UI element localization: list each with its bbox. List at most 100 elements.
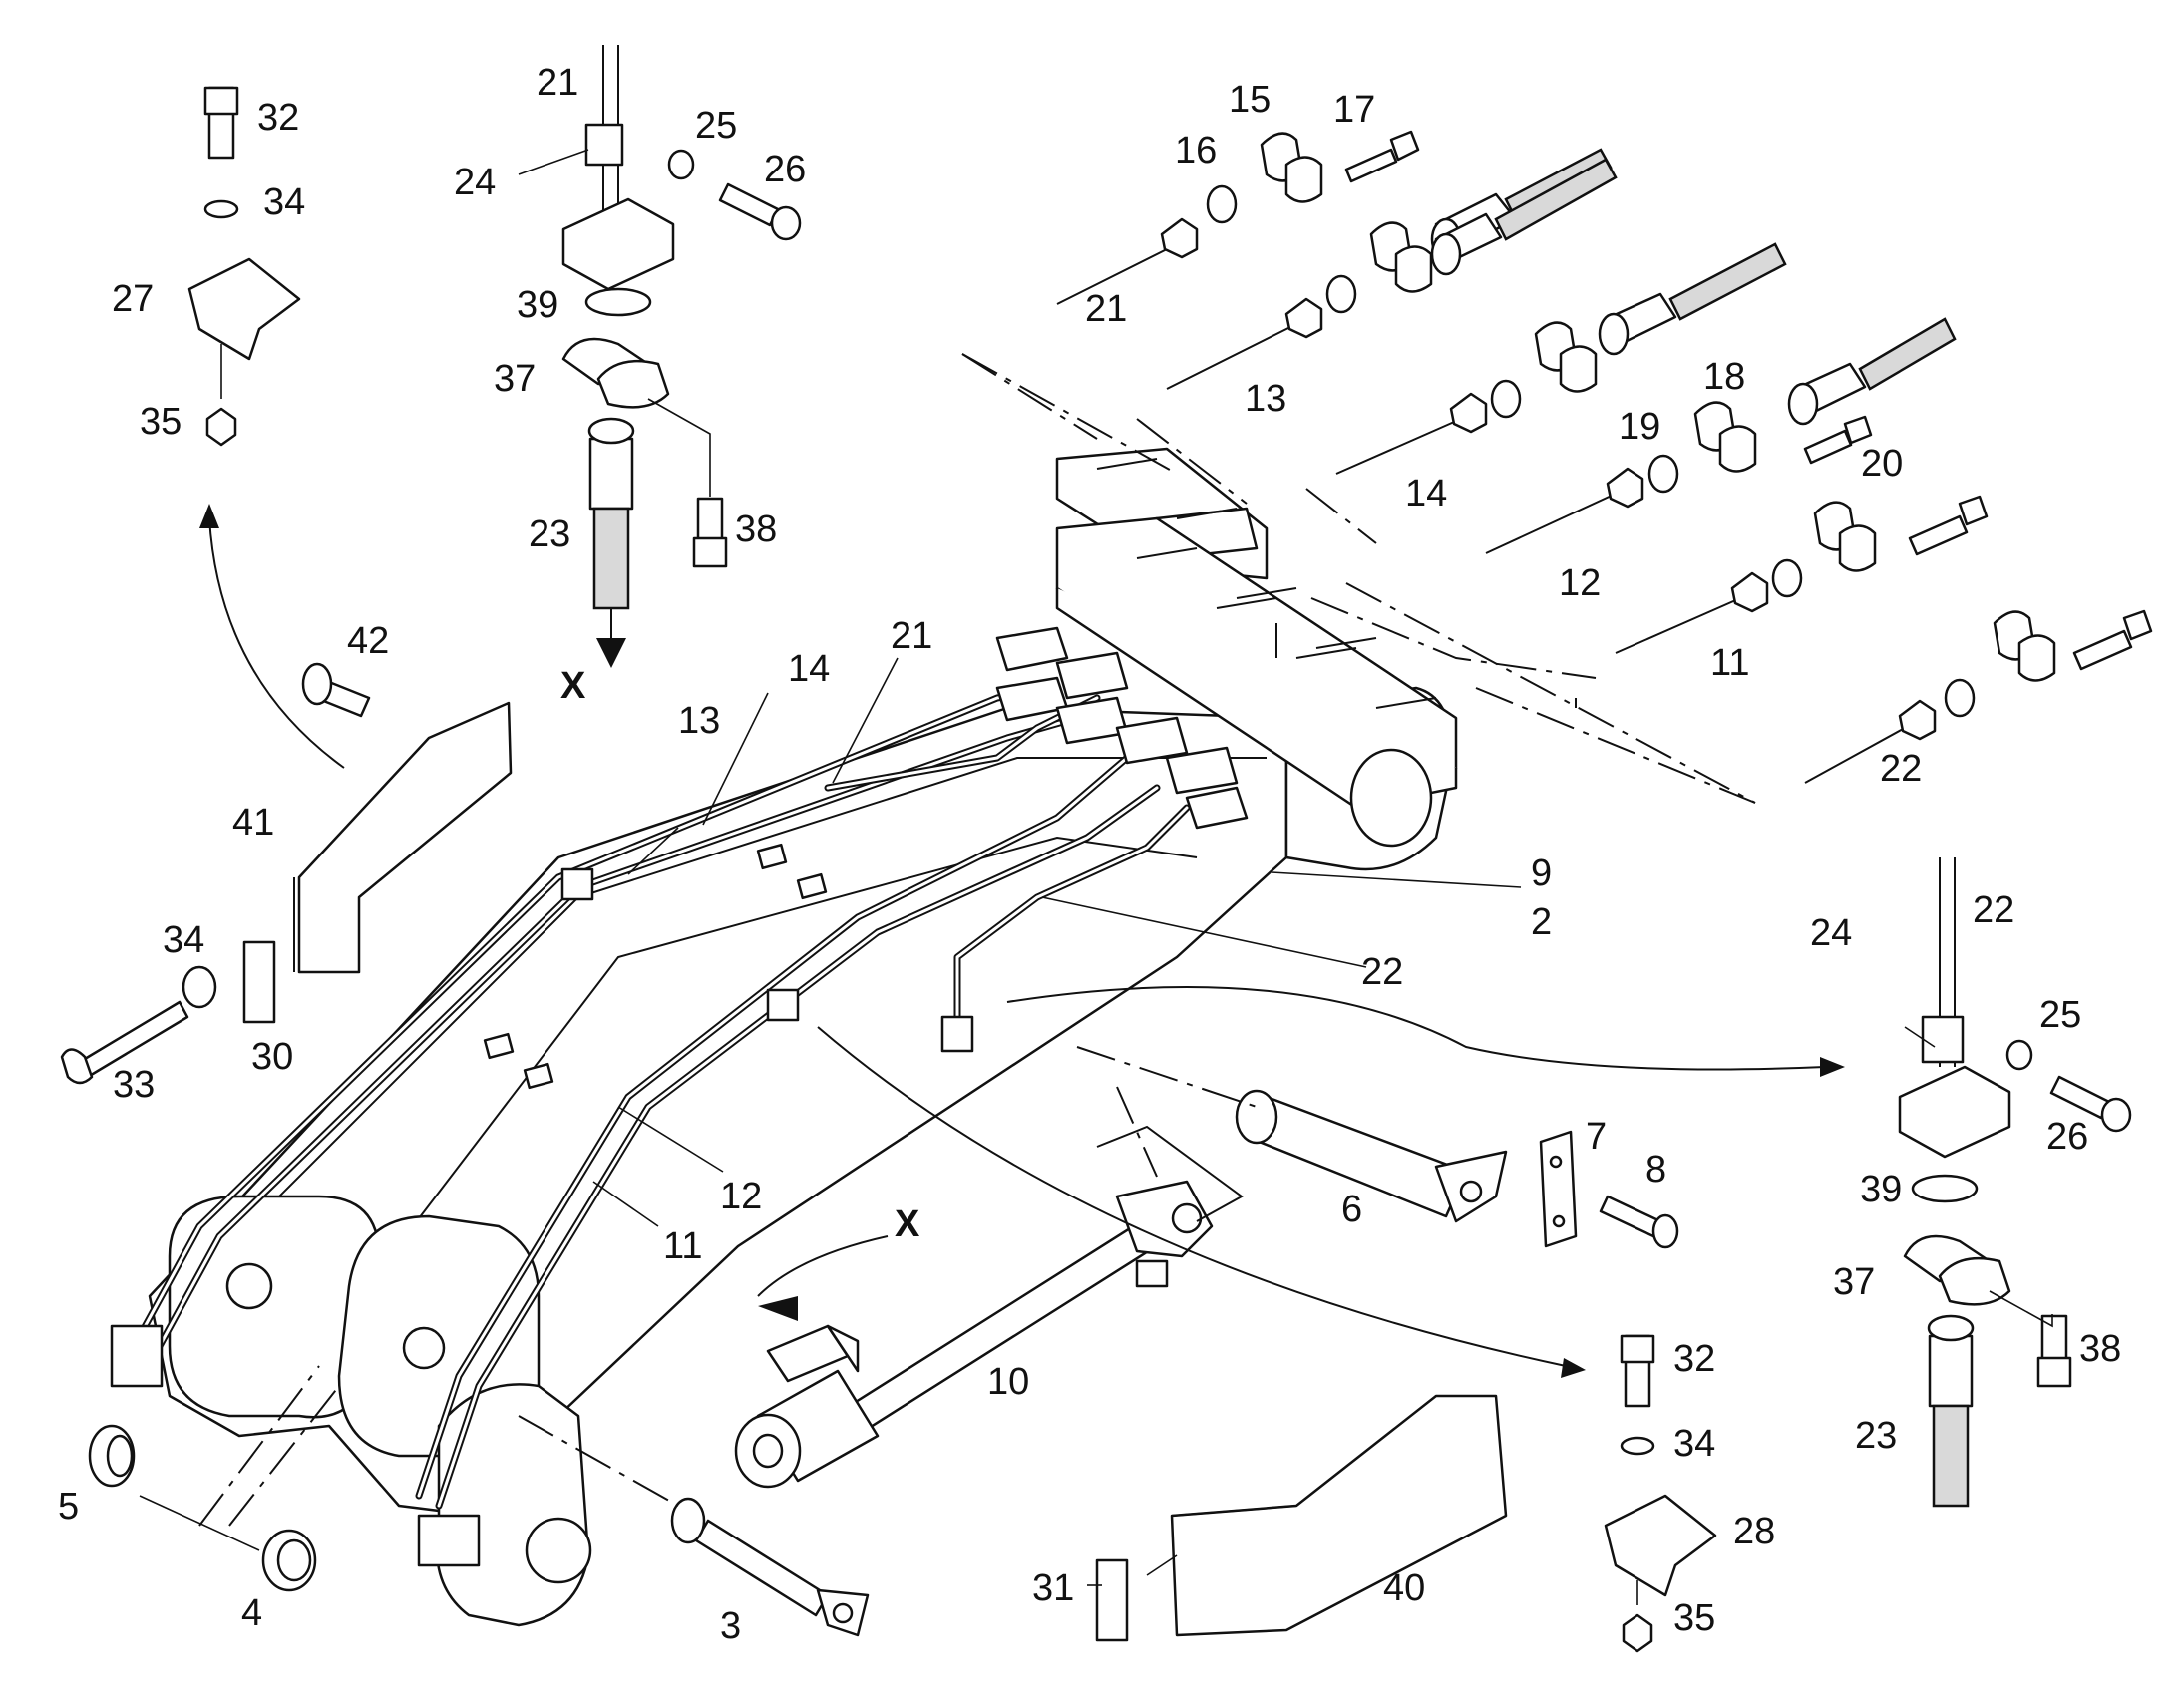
- callout-17: 17: [1333, 89, 1375, 131]
- flange-detail-22: [1898, 857, 2132, 1508]
- callout-6: 6: [1341, 1189, 1362, 1230]
- clamp-block-end: [1349, 748, 1433, 848]
- hose-23: [592, 507, 630, 610]
- callout-11: 11: [663, 1225, 702, 1267]
- seals-and-pin-3: [88, 1365, 870, 1637]
- callout-28: 28: [1733, 1511, 1775, 1552]
- callout-13: 13: [678, 700, 720, 742]
- callout-x-mid: X: [895, 1203, 920, 1245]
- o-ring-39: [584, 287, 652, 317]
- callout-7: 7: [1586, 1116, 1607, 1158]
- callout-35-bottom: 35: [1673, 1597, 1715, 1639]
- callout-12: 12: [720, 1176, 762, 1217]
- bracket-41-assembly: [60, 662, 513, 1085]
- callout-18: 18: [1703, 356, 1745, 398]
- screw-20: [1803, 429, 1853, 465]
- nut-35: [205, 407, 237, 447]
- boom-pivot-housing: [435, 1383, 590, 1627]
- cylinder-diamond: [1096, 1125, 1244, 1222]
- callout-10: 10: [987, 1361, 1029, 1403]
- flange-half-15b: [1284, 156, 1323, 203]
- callout-21-right: 21: [1085, 288, 1127, 330]
- callout-23-far-right: 23: [1855, 1415, 1897, 1457]
- callout-12-right: 12: [1559, 562, 1601, 604]
- callout-5: 5: [58, 1486, 79, 1528]
- fitting-row-13: [1166, 158, 1618, 390]
- callout-32-bottom: 32: [1673, 1338, 1715, 1380]
- callout-35: 35: [140, 401, 182, 443]
- washer-34: [182, 965, 217, 1009]
- clamp-assembly-exploded: [1055, 447, 1458, 848]
- pipe-clip: [417, 1514, 481, 1567]
- callout-24: 24: [454, 162, 496, 203]
- arrow-to-clamp-28: [817, 1026, 1567, 1367]
- arrow-41-to-27: [208, 517, 345, 769]
- fitting-row-22: [1804, 609, 2153, 784]
- spacer-31: [1095, 1558, 1129, 1642]
- callout-14-right: 14: [1405, 473, 1447, 514]
- callout-19: 19: [1619, 406, 1660, 448]
- washer-34: [203, 199, 239, 219]
- screw-17: [1344, 148, 1398, 183]
- spacer-30: [242, 940, 276, 1024]
- callout-16: 16: [1175, 130, 1217, 171]
- callout-34-left: 34: [163, 919, 204, 961]
- callout-22-right: 22: [1880, 748, 1922, 790]
- boom-pad: [483, 1032, 515, 1060]
- callout-31: 31: [1032, 1567, 1074, 1609]
- flange-block-24-right: [1898, 1065, 2011, 1159]
- boom-pad: [756, 843, 788, 870]
- assembly-leader-lines: [961, 353, 1756, 804]
- callout-38: 38: [735, 509, 777, 550]
- callout-38-far-right: 38: [2079, 1328, 2121, 1370]
- callout-22-far-right: 22: [1973, 889, 2014, 931]
- hose-fitting-23: [588, 437, 634, 511]
- callout-34-bottom: 34: [1673, 1423, 1715, 1465]
- callout-37: 37: [494, 358, 536, 400]
- callout-3: 3: [720, 1605, 741, 1647]
- callout-33: 33: [113, 1064, 155, 1106]
- screw-26: [718, 182, 780, 227]
- callout-25-far-right: 25: [2039, 994, 2081, 1036]
- clamp-27: [187, 257, 301, 361]
- boom-pad: [523, 1062, 554, 1090]
- callout-2: 2: [1531, 901, 1552, 943]
- callout-26-far-right: 26: [2046, 1116, 2088, 1158]
- bolt-8: [1599, 1195, 1662, 1238]
- callout-34: 34: [263, 181, 305, 223]
- cylinder-10: [734, 1125, 1244, 1489]
- leader-lines: [518, 149, 1936, 1586]
- callout-22-mid: 22: [1361, 951, 1403, 993]
- callout-23: 23: [529, 513, 570, 555]
- callout-42: 42: [347, 620, 389, 662]
- callout-14: 14: [788, 648, 830, 690]
- callout-8: 8: [1645, 1149, 1666, 1191]
- callout-25: 25: [695, 105, 737, 147]
- pin-3: [694, 1519, 830, 1617]
- boom-side-edge: [328, 836, 1198, 1337]
- arrow-to-flange-22: [1006, 986, 1826, 1071]
- callout-26: 26: [764, 149, 806, 190]
- pin-6-assembly: [1235, 1089, 1679, 1249]
- pipe-flange-21: [1160, 217, 1199, 259]
- callout-39: 39: [517, 284, 558, 326]
- o-ring-16: [1206, 184, 1238, 224]
- boom-foot-bore: [225, 1262, 273, 1310]
- clamp-27-detail: [187, 86, 301, 447]
- fitting-row-11: [1615, 495, 1989, 654]
- pipe-clip: [940, 1015, 974, 1053]
- o-ring-39-right: [1911, 1174, 1979, 1203]
- callout-9: 9: [1531, 853, 1552, 894]
- callout-21: 21: [537, 62, 578, 104]
- callout-labels: 32 34 27 35 21 24 25 26 39 37 23 38 X 15…: [58, 62, 2121, 1647]
- bracket-40-assembly: [1095, 1394, 1508, 1642]
- boom-pipes: [110, 684, 1191, 1567]
- callout-37-far-right: 37: [1833, 1261, 1875, 1303]
- cylinder-head: [1115, 1180, 1214, 1258]
- washer-25: [667, 149, 695, 180]
- callout-15: 15: [1229, 79, 1271, 121]
- callout-11-right: 11: [1710, 642, 1749, 684]
- boom-pad: [796, 872, 828, 900]
- callout-24-far-right: 24: [1810, 912, 1852, 954]
